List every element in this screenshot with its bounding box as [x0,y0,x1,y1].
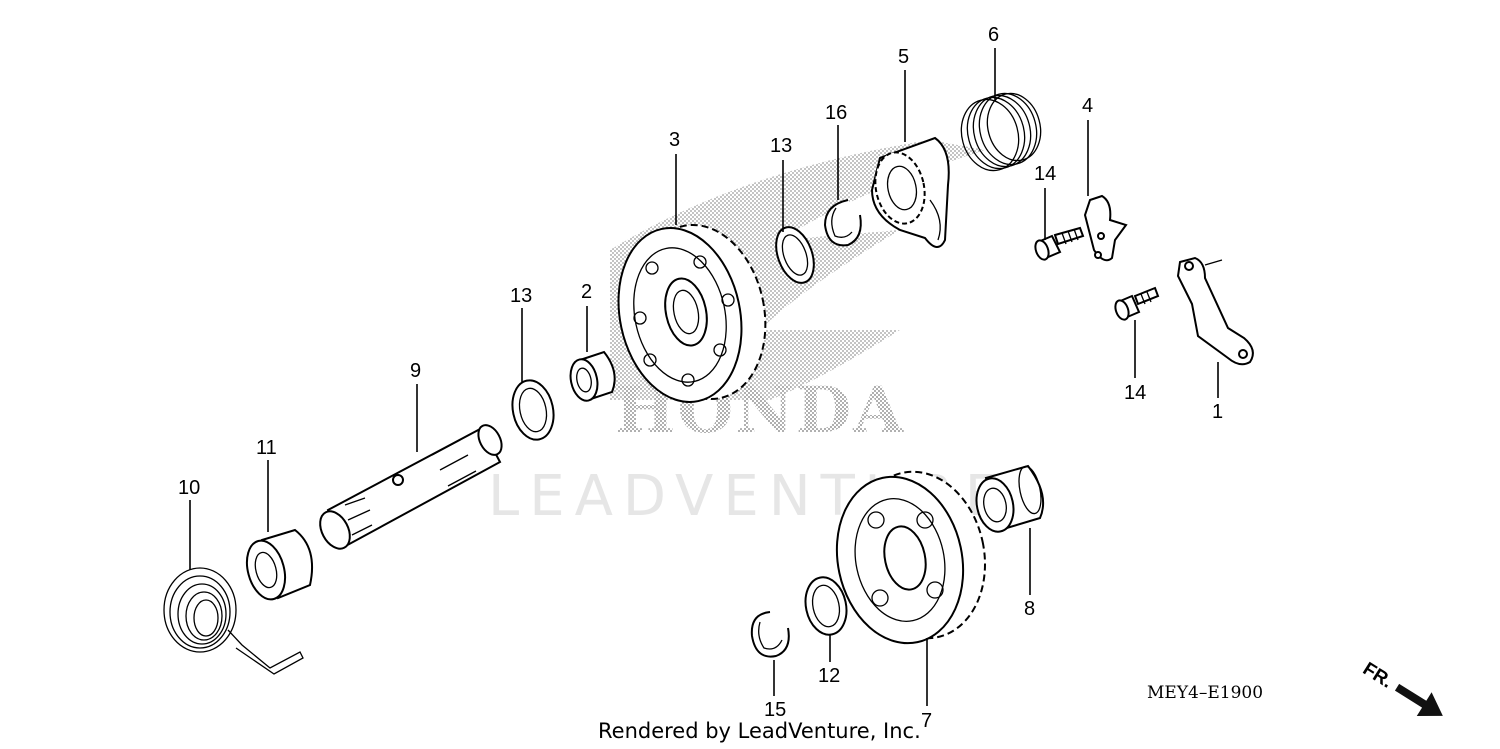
render-credit: Rendered by LeadVenture, Inc. [598,719,921,743]
circlip-15 [750,611,790,658]
callout-16: 16 [825,102,847,124]
callout-8: 8 [1024,598,1035,620]
ratchet-spring [960,92,1042,172]
diagram-code: MEY4–E1900 [1147,683,1263,703]
callout-1: 1 [1212,401,1223,423]
callout-2: 2 [581,281,592,303]
collar [245,528,314,601]
thrust-washer-b [775,226,815,284]
callout-6: 6 [988,24,999,46]
circlip-16 [823,199,862,247]
kick-spring [163,567,304,675]
callout-14-upper: 14 [1034,163,1056,185]
bolt-b [1114,286,1160,321]
idle-gear [835,470,986,645]
front-label: FR. [1359,659,1396,693]
callout-12: 12 [818,665,840,687]
leader-lines [189,48,1219,706]
thrust-washer-12 [804,576,848,636]
front-direction-indicator: FR. [1359,659,1443,717]
callout-7: 7 [921,710,932,732]
bushing [569,350,616,402]
callout-5: 5 [898,46,909,68]
kick-spindle [319,424,503,550]
callout-13-upper: 13 [770,135,792,157]
callout-3: 3 [669,129,680,151]
callout-14-lower: 14 [1124,382,1146,404]
thrust-washer-a [511,379,555,441]
drive-gear [617,223,767,403]
idle-gear-bushing [975,464,1044,533]
callout-10: 10 [178,477,200,499]
callout-9: 9 [410,360,421,382]
guide-plate [1083,194,1128,262]
front-arrow-icon [1394,683,1443,717]
ratchet [870,136,950,248]
bolt-a [1034,226,1085,261]
callout-4: 4 [1082,95,1093,117]
callout-11: 11 [256,437,277,459]
callout-labels: 1 2 3 4 5 6 7 8 9 10 11 12 13 13 14 14 1… [178,24,1223,732]
pawl-plate [1176,256,1254,366]
callout-13-lower: 13 [510,285,532,307]
callout-15: 15 [764,699,786,721]
